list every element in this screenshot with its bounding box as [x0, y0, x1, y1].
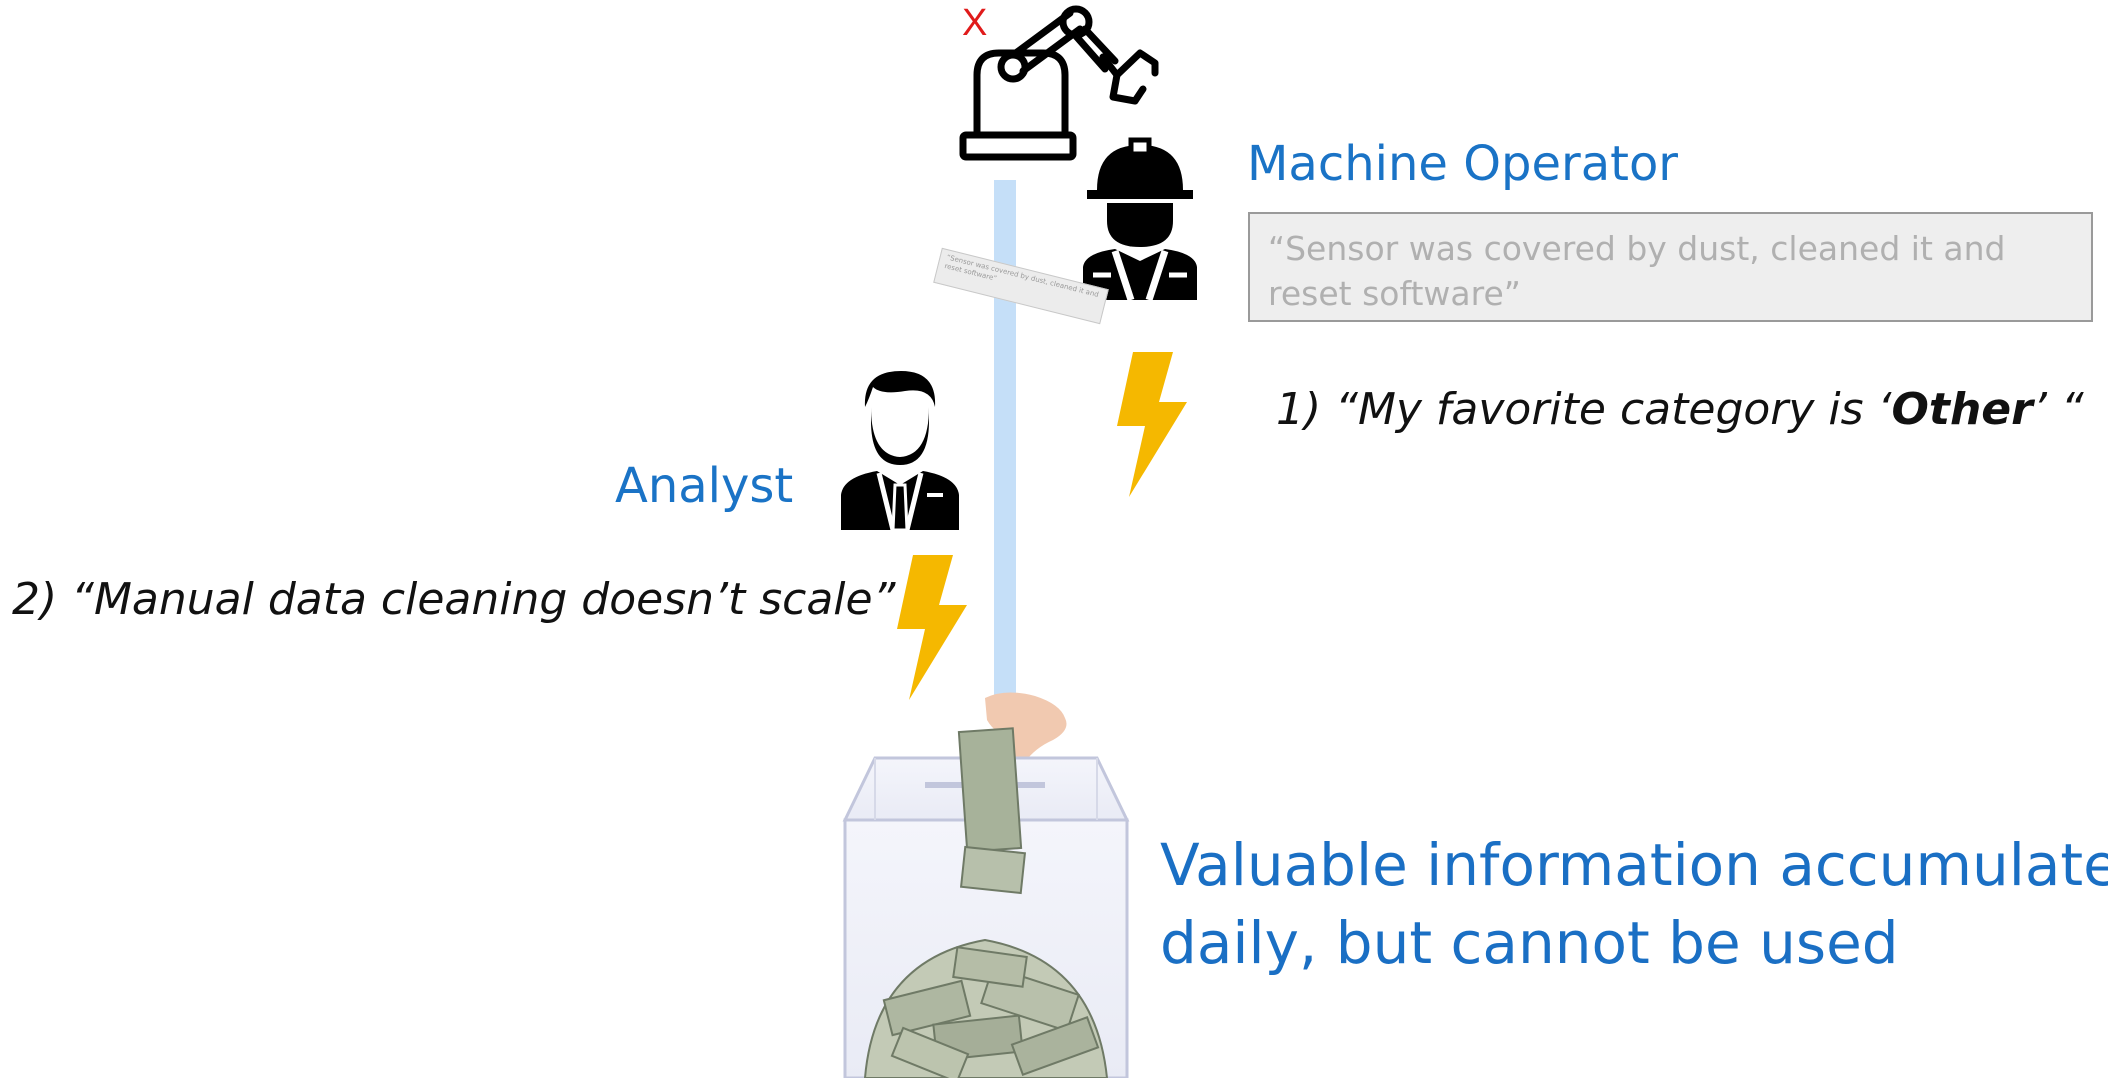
problem-1-emphasis: Other [1891, 384, 2033, 435]
problem-2-quote: 2) “Manual data cleaning doesn’t scale” [12, 574, 896, 625]
operator-note-box: “Sensor was covered by dust, cleaned it … [1248, 212, 2093, 322]
headline-line-1: Valuable information accumulates [1160, 831, 2108, 899]
lightning-bolt-icon [897, 555, 967, 700]
problem-1-suffix: ’ “ [2032, 384, 2084, 435]
lightning-bolt-icon [1117, 352, 1187, 497]
data-pipe [994, 180, 1016, 700]
robot-arm-icon [959, 5, 1159, 161]
headline: Valuable information accumulates daily, … [1160, 826, 2108, 982]
ballot-box-with-money [842, 692, 1130, 1078]
construction-worker-icon [1083, 137, 1197, 300]
machine-operator-label: Machine Operator [1247, 136, 1679, 192]
businessman-icon [841, 371, 959, 530]
analyst-label: Analyst [615, 458, 794, 514]
error-x-marker: X [962, 2, 988, 44]
problem-1-quote: 1) “My favorite category is ‘Other’ “ [1276, 384, 2084, 435]
problem-1-prefix: 1) “My favorite category is ‘ [1276, 384, 1892, 435]
headline-line-2: daily, but cannot be used [1160, 909, 1899, 977]
